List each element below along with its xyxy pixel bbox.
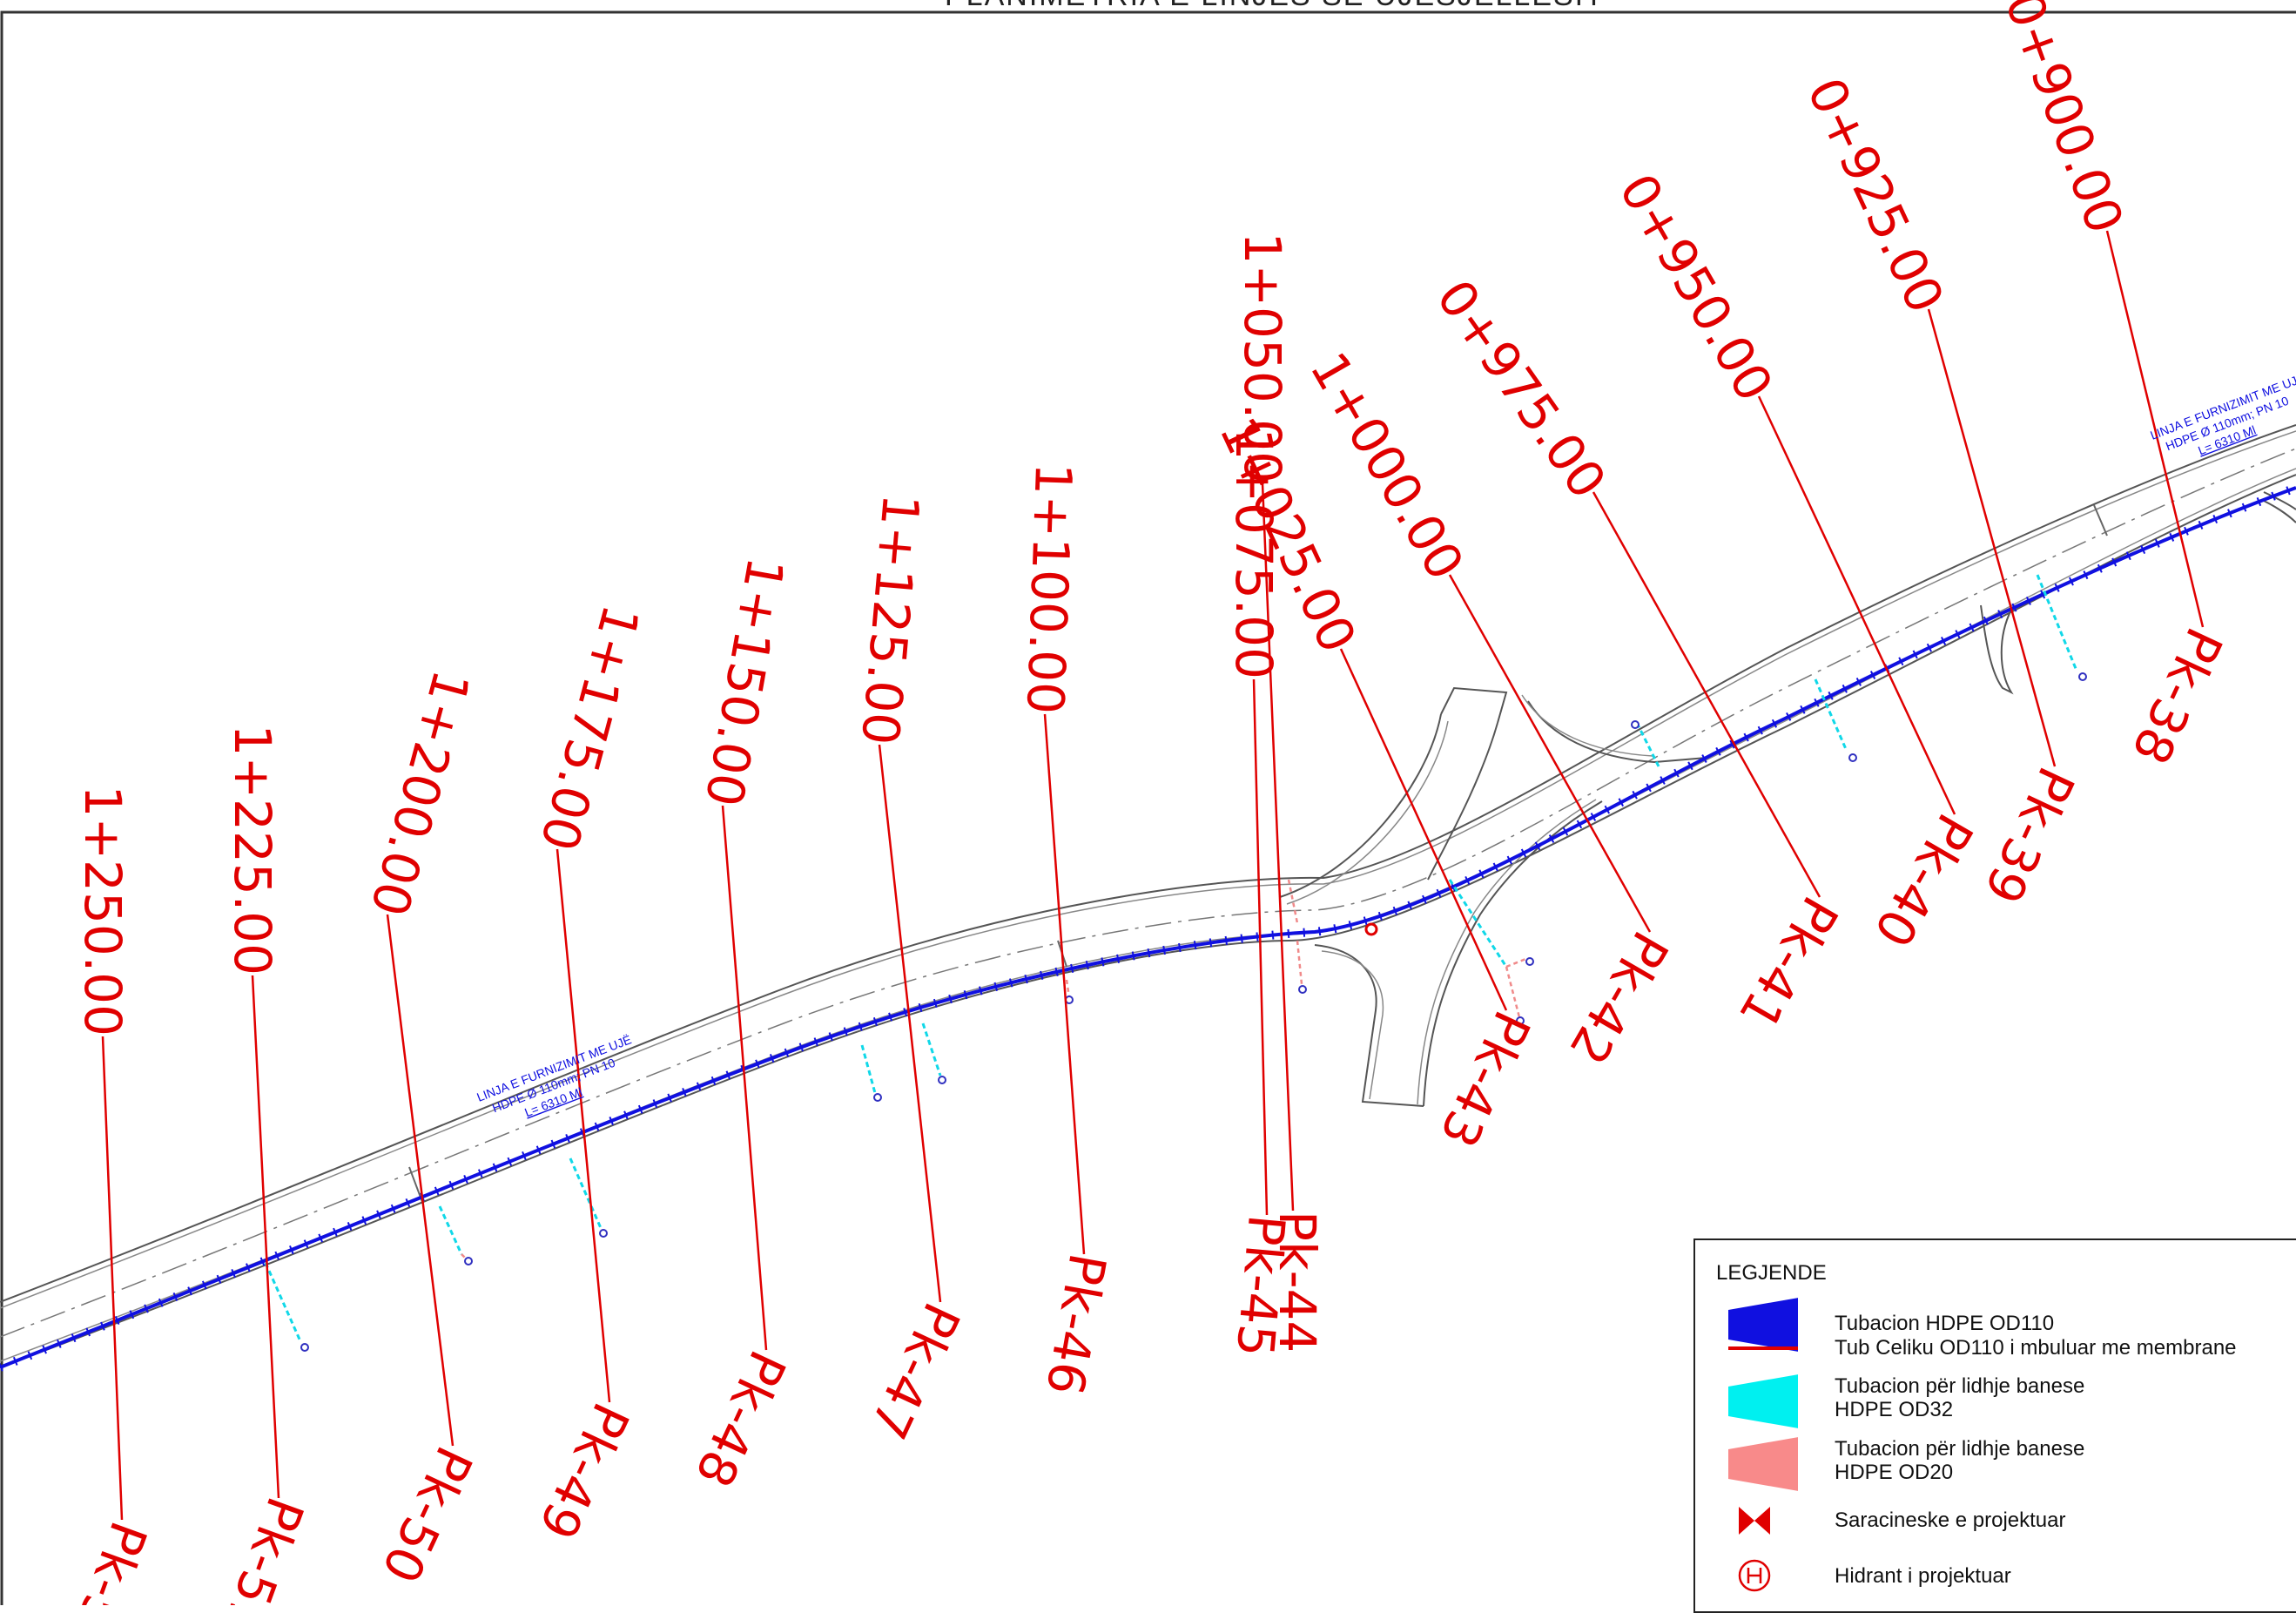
- red-line-icon: [1728, 1346, 1798, 1350]
- station-leader-line: [721, 805, 768, 1351]
- station-leader-line: [555, 848, 611, 1403]
- pink-wedge-icon: [1728, 1437, 1798, 1491]
- station-pk-label: Pk-43: [1428, 1002, 1542, 1157]
- station-chainage-label: 0+975.00: [1425, 269, 1618, 509]
- station-leader-line: [1261, 483, 1295, 1211]
- legend-box: LEGJENDE Tubacion HDPE OD110 Tub Celiku …: [1693, 1238, 2296, 1613]
- station-chainage-label: 1+075.00: [1224, 429, 1283, 679]
- station-leader-line: [251, 975, 280, 1499]
- legend-text: Saracineske e projektuar: [1835, 1508, 2066, 1532]
- station-leader-line: [1592, 491, 1821, 898]
- station-leader-line: [1757, 395, 1956, 815]
- sheet-frame: [0, 10, 2296, 1605]
- station-chainage-label: 0+925.00: [1795, 69, 1956, 321]
- station-pk-label: Pk-46: [1034, 1249, 1117, 1400]
- legend-text: Tub Celiku OD110 i mbuluar me membrane: [1835, 1336, 2237, 1360]
- station-leader-line: [878, 744, 942, 1303]
- station-pk-label: Pk-39: [1972, 759, 2086, 913]
- blue-wedge-icon: [1728, 1298, 1798, 1352]
- station-chainage-label: 1+150.00: [694, 553, 796, 811]
- station-pk-label: Pk-50: [370, 1438, 484, 1592]
- house-connections: [264, 574, 2087, 1352]
- station-chainage-label: 1+175.00: [529, 599, 650, 857]
- station-pk-label: Pk-48: [683, 1342, 798, 1496]
- branch-road-south: [1314, 799, 1603, 1107]
- station-leader-line: [2105, 230, 2205, 628]
- hydrant-marker: [1364, 922, 1378, 936]
- road-edges: [0, 424, 2296, 1368]
- station-pk-label: Pk-42: [1558, 921, 1680, 1074]
- station-pk-label: Pk-49: [527, 1394, 641, 1549]
- station-leader-line: [1339, 648, 1508, 1011]
- water-main-hdpe: [0, 486, 2296, 1369]
- station-leader-line: [1448, 574, 1652, 933]
- station-chainage-label: 0+900.00: [1993, 0, 2135, 241]
- station-chainage-label: 1+100.00: [1015, 462, 1083, 716]
- valve-icon: [1739, 1507, 1770, 1535]
- station-pk-label: Pk-40: [1862, 804, 1985, 956]
- road-axis: [0, 448, 2296, 1338]
- station-pk-label: Pk-38: [2120, 619, 2234, 773]
- station-pk-label: Pk-41: [1727, 887, 1850, 1039]
- legend-text: Tubacion HDPE OD110: [1835, 1312, 2055, 1335]
- branch-road-north: [1279, 686, 1707, 905]
- station-chainage-label: 1+125.00: [850, 492, 931, 747]
- station-chainage-label: 1+250.00: [73, 786, 132, 1036]
- legend-text: Tubacion për lidhje banese HDPE OD20: [1835, 1437, 2085, 1484]
- water-main-ticks: [0, 483, 2296, 1372]
- drawing-title: PLANIMETRIA E LINJES SE UJESJELLESIT: [945, 0, 1605, 12]
- station-leader-line: [386, 914, 454, 1447]
- side-roads-east: [1980, 491, 2296, 695]
- station-pk-label: Pk-52: [54, 1514, 158, 1605]
- station-pk-label: Pk-45: [1225, 1212, 1296, 1360]
- station-leader-line: [1043, 713, 1086, 1255]
- station-pk-label: Pk-47: [858, 1294, 972, 1448]
- station-leader-line: [1927, 308, 2057, 767]
- station-leader-line: [101, 1036, 124, 1521]
- pipe-label-east: LINJA E FURNIZIMIT ME UJË HDPE Ø 110mm; …: [2148, 370, 2296, 457]
- station-pk-label: Pk-44: [1268, 1211, 1327, 1353]
- legend-title: LEGJENDE: [1716, 1261, 1827, 1285]
- station-chainage-label: 1+200.00: [359, 665, 481, 922]
- station-pk-label: Pk-51: [211, 1489, 315, 1605]
- legend-text: Hidrant i projektuar: [1835, 1564, 2011, 1588]
- cyan-wedge-icon: [1728, 1374, 1798, 1428]
- station-chainage-label: 0+950.00: [1607, 164, 1784, 411]
- station-chainage-label: 1+225.00: [223, 725, 282, 975]
- station-leader-line: [1252, 678, 1269, 1216]
- station-chainage-label: 1+050.00: [1233, 233, 1292, 483]
- hydrant-icon: [1738, 1559, 1771, 1592]
- legend-text: Tubacion për lidhje banese HDPE OD32: [1835, 1374, 2085, 1421]
